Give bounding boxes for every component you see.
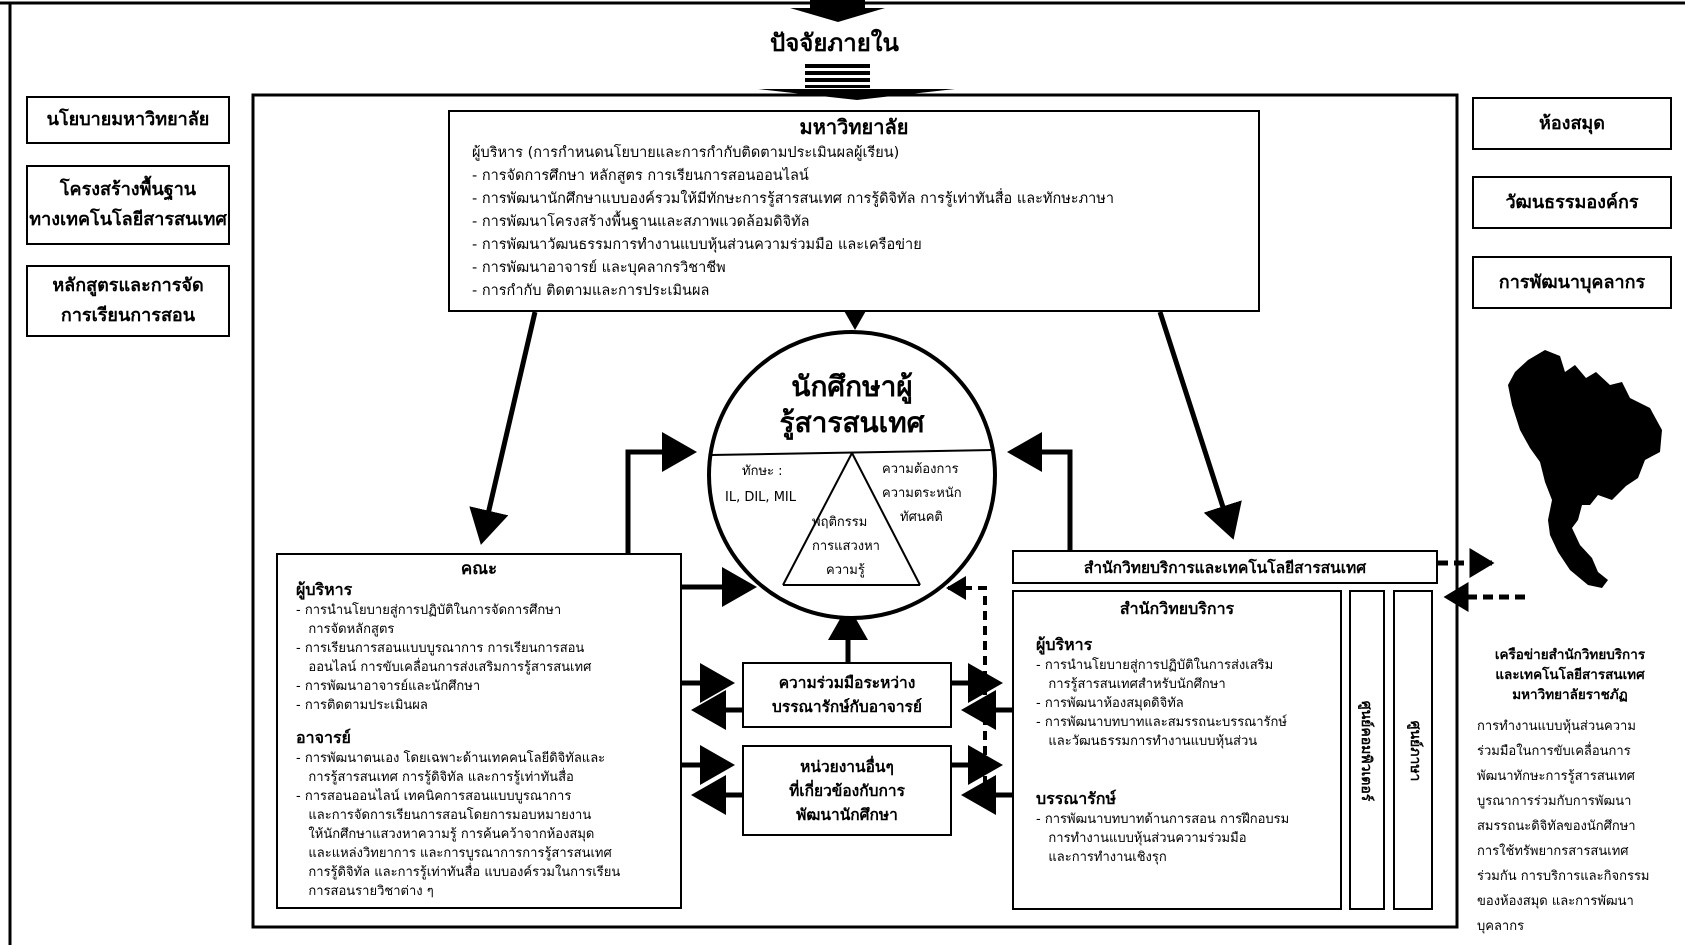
needs-label: ความต้องการ [882,462,959,477]
dashed-office-to-student [946,576,987,800]
faculty-teacher-line: การรู้ดิจิทัล และการรู้เท่าทันสื่อ แบบอง… [296,865,621,880]
network-body-line: ร่วมมือในการขับเคลื่อนการ [1477,744,1631,759]
network-body-line: การทำงานแบบหุ้นส่วนความ [1477,719,1636,734]
faculty-teacher-line: และแหล่งวิทยาการ และการบูรณาการการรู้สาร… [296,846,612,861]
inner-frame [251,93,1459,929]
university-line: - การพัฒนาอาจารย์ และบุคลากรวิชาชีพ [472,260,726,276]
top-arrow [790,0,885,22]
computer-center-box: ศูนย์คอมพิวเตอร์ [1349,590,1385,910]
network-body-line: ร่วมกัน การบริการและกิจกรรม [1477,869,1650,884]
faculty-teacher-heading: อาจารย์ [296,728,351,747]
faculty-admin-line: - การติดตามประเมินผล [296,698,428,713]
faculty-teacher-line: การสอนรายวิชาต่าง ๆ [296,884,434,899]
other-units-line: หน่วยงานอื่นๆ [800,758,894,776]
university-title: มหาวิทยาลัย [799,115,909,139]
faculty-admin-line: การจัดหลักสูตร [296,622,395,637]
office-title: สำนักวิทยบริการ [1119,599,1235,618]
behavior-label: พฤติกรรม [812,515,868,530]
office-admin-line: - การนำนโยบายสู่การปฏิบัติในการส่งเสริม [1036,658,1274,673]
collab-line: ความร่วมมือระหว่าง [778,674,916,692]
student-title-line2: รู้สารสนเทศ [779,406,925,439]
university-line: - การจัดการศึกษา หลักสูตร การเรียนการสอน… [472,168,809,184]
office-header-box: สำนักวิทยบริการและเทคโนโลยีสารสนเทศ [1012,550,1438,584]
language-center-box: ศูนย์ภาษา [1393,590,1433,910]
other-units-line: พัฒนานักศึกษา [796,806,898,824]
factor-it-infrastructure: โครงสร้างพื้นฐาน ทางเทคโนโลยีสารสนเทศ [26,165,230,245]
network-title-line: เครือข่ายสำนักวิทยบริการ [1494,647,1646,663]
thailand-map-icon [1508,350,1662,588]
network-body-line: ของห้องสมุด และการพัฒนา [1477,894,1634,909]
faculty-admin-heading: ผู้บริหาร [296,580,353,599]
arrow-office-to-student [1007,432,1073,553]
arrow-university-to-office [1157,311,1242,540]
faculty-admin-line: - การพัฒนาอาจารย์และนักศึกษา [296,679,481,694]
office-admin-line: การรู้สารสนเทศสำหรับนักศึกษา [1036,677,1226,692]
faculty-box: คณะ ผู้บริหาร - การนำนโยบายสู่การปฏิบัติ… [276,553,682,909]
network-body-line: บุคลากร [1477,919,1525,934]
office-admin-line: และวัฒนธรรมการทำงานแบบหุ้นส่วน [1036,734,1258,749]
factor-curriculum: หลักสูตรและการจัด การเรียนการสอน [26,265,230,337]
office-librarian-heading: บรรณารักษ์ [1036,789,1116,808]
faculty-teacher-line: การรู้สารสนเทศ การรู้ดิจิทัล และการรู้เท… [296,770,574,785]
university-line: - การพัฒนาวัฒนธรรมการทำงานแบบหุ้นส่วนควา… [472,237,922,253]
faculty-teacher-line: - การสอนออนไลน์ เทคนิคการสอนแบบบูรณาการ [296,789,572,804]
network-title-line: มหาวิทยาลัยราชภัฏ [1512,687,1628,703]
student-title-line1: นักศึกษาผู้ [791,370,913,403]
office-box: สำนักวิทยบริการ ผู้บริหาร - การนำนโยบายส… [1012,590,1342,910]
factor-library: ห้องสมุด [1472,97,1672,150]
collab-box: ความร่วมมือระหว่าง บรรณารักษ์กับอาจารย์ [742,662,952,728]
collab-line: บรรณารักษ์กับอาจารย์ [772,698,922,716]
university-line: - การกำกับ ติดตามและการประเมินผล [472,283,710,299]
awareness-label: ความตระหนัก [882,486,962,501]
skills-label: ทักษะ : [742,464,783,479]
network-body-line: บูรณาการร่วมกับการพัฒนา [1477,794,1632,809]
faculty-admin-line: - การเรียนการสอนแบบบูรณาการ การเรียนการส… [296,641,585,656]
network-body-line: การใช้ทรัพยากรสารสนเทศ [1477,844,1629,859]
knowledge-label: ความรู้ [826,563,865,578]
skills-value: IL, DIL, MIL [725,490,796,505]
factor-staff-development: การพัฒนาบุคลากร [1472,256,1672,309]
student-circle [707,330,997,620]
attitude-label: ทัศนคติ [900,510,943,525]
university-line: ผู้บริหาร (การกำหนดนโยบายและการกำกับติดต… [472,145,900,161]
office-admin-line: - การพัฒนาบทบาทและสมรรถนะบรรณารักษ์ [1036,715,1287,730]
university-line: - การพัฒนานักศึกษาแบบองค์รวมให้มีทักษะกา… [472,191,1114,207]
faculty-title: คณะ [460,559,498,579]
seeking-label: การแสวงหา [812,539,880,554]
computer-center-label: ศูนย์คอมพิวเตอร์ [1358,700,1374,802]
university-line: - การพัฒนาโครงสร้างพื้นฐานและสภาพแวดล้อม… [472,214,810,230]
language-center-label: ศูนย์ภาษา [1407,720,1423,782]
office-admin-heading: ผู้บริหาร [1036,635,1093,654]
network-title-line: และเทคโนโลยีสารสนเทศ [1495,667,1645,683]
office-librarian-line: การทำงานแบบหุ้นส่วนความร่วมมือ [1036,831,1247,846]
office-librarian-line: - การพัฒนาบทบาทด้านการสอน การฝึกอบรม [1036,812,1290,827]
faculty-teacher-line: - การพัฒนาตนเอง โดยเฉพาะด้านเทคคนโลยีดิจ… [296,751,606,766]
faculty-admin-line: - การนำนโยบายสู่การปฏิบัติในการจัดการศึก… [296,603,562,618]
internal-factors-title: ปัจจัยภายใน [770,29,899,57]
faculty-teacher-line: ให้นักศึกษาแสวงหาความรู้ การค้นคว้าจากห้… [296,827,595,842]
arrow-faculty-to-student [625,432,697,553]
office-librarian-line: และการทำงานเชิงรุก [1036,850,1167,865]
faculty-teacher-line: และการจัดการเรียนการสอนโดยการมอบหมายงาน [296,808,592,823]
office-admin-line: - การพัฒนาห้องสมุดดิจิทัล [1036,696,1184,711]
other-units-line: ที่เกี่ยวข้องกับการ [789,782,905,800]
university-box: มหาวิทยาลัย ผู้บริหาร (การกำหนดนโยบายและ… [448,110,1260,312]
factor-university-policy: นโยบายมหาวิทยาลัย [26,96,230,144]
network-body-line: สมรรถนะดิจิทัลของนักศึกษา [1477,819,1636,834]
faculty-admin-line: ออนไลน์ การขับเคลื่อนการส่งเสริมการรู้สา… [296,660,592,675]
network-body-line: พัฒนาทักษะการรู้สารสนเทศ [1477,769,1635,784]
other-units-box: หน่วยงานอื่นๆ ที่เกี่ยวข้องกับการ พัฒนาน… [742,745,952,836]
arrow-university-to-faculty [469,311,538,545]
factor-organization-culture: วัฒนธรรมองค์กร [1472,176,1672,229]
